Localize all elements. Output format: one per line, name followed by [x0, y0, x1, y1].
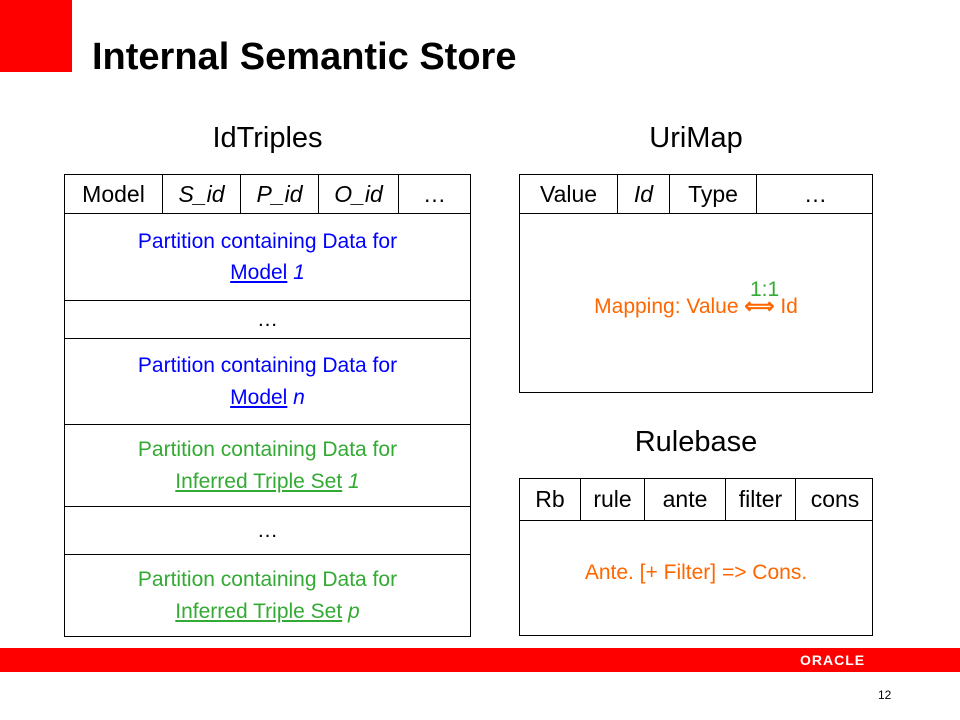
partition-index: n	[287, 385, 305, 409]
urimap-header: Value Id Type …	[519, 174, 873, 214]
rulebase-header: Rb rule ante filter cons	[519, 478, 873, 521]
urimap-col-id: Id	[618, 175, 670, 213]
idtriples-title: IdTriples	[212, 122, 323, 154]
partition-index: p	[342, 599, 360, 623]
rulebase-title: Rulebase	[634, 426, 758, 458]
idtriples-col-sid: S_id	[163, 175, 241, 213]
partition-inferred-1: Partition containing Data for Inferred T…	[65, 424, 470, 506]
urimap-body: 1:1 Mapping: Value ⟺ Id	[519, 214, 873, 393]
page-number: 12	[878, 688, 892, 702]
partition-label: Partition containing Data for	[137, 568, 398, 591]
rulebase-col-rb: Rb	[520, 479, 581, 520]
footer-bar	[0, 648, 960, 672]
rulebase-col-cons: cons	[810, 486, 860, 512]
idtriples-col-oid: O_id	[319, 175, 399, 213]
mapping-prefix: Mapping: Value	[594, 295, 745, 318]
partition-model-n: Partition containing Data for Model n	[65, 338, 470, 424]
rulebase-col-rule: rule	[581, 479, 645, 520]
partition-label: Partition containing Data for	[137, 354, 398, 377]
partition-link: Inferred Triple Set	[175, 469, 343, 493]
ellipsis-text: …	[257, 518, 278, 542]
mapping-suffix: Id	[774, 295, 798, 318]
partition-link: Model	[230, 261, 288, 284]
idtriples-col-more: …	[423, 180, 446, 207]
urimap-col-type: Type	[670, 175, 757, 213]
ratio-label: 1:1	[750, 278, 780, 301]
partition-ellipsis-2: …	[65, 506, 470, 554]
rulebase-body: Ante. [+ Filter] => Cons.	[519, 521, 873, 636]
partition-ellipsis-1: …	[65, 300, 470, 338]
slide-title: Internal Semantic Store	[92, 36, 517, 78]
partition-model-1: Partition containing Data for Model 1	[65, 214, 470, 300]
partition-label: Partition containing Data for	[137, 229, 398, 253]
partition-index: 1	[287, 261, 305, 284]
partition-index: 1	[342, 469, 360, 493]
partition-link: Model	[230, 385, 288, 409]
rulebase-col-ante: ante	[645, 479, 726, 520]
partition-inferred-p: Partition containing Data for Inferred T…	[65, 554, 470, 636]
ellipsis-text: …	[257, 307, 278, 331]
urimap-title: UriMap	[649, 122, 743, 154]
idtriples-header: Model S_id P_id O_id …	[64, 174, 471, 214]
accent-square	[0, 0, 72, 72]
oracle-logo: ORACLE	[800, 652, 866, 668]
urimap-col-value: Value	[520, 175, 618, 213]
partition-link: Inferred Triple Set	[175, 599, 343, 623]
rulebase-col-filter: filter	[726, 479, 796, 520]
idtriples-col-pid: P_id	[241, 175, 319, 213]
idtriples-partitions: Partition containing Data for Model 1 … …	[64, 214, 471, 637]
idtriples-col-model: Model	[65, 175, 163, 213]
partition-label: Partition containing Data for	[137, 438, 398, 461]
mapping-text: Mapping: Value ⟺ Id	[520, 294, 872, 319]
urimap-col-more: …	[804, 180, 827, 207]
rule-expression: Ante. [+ Filter] => Cons.	[584, 561, 808, 584]
double-arrow-icon: ⟺	[744, 295, 775, 318]
